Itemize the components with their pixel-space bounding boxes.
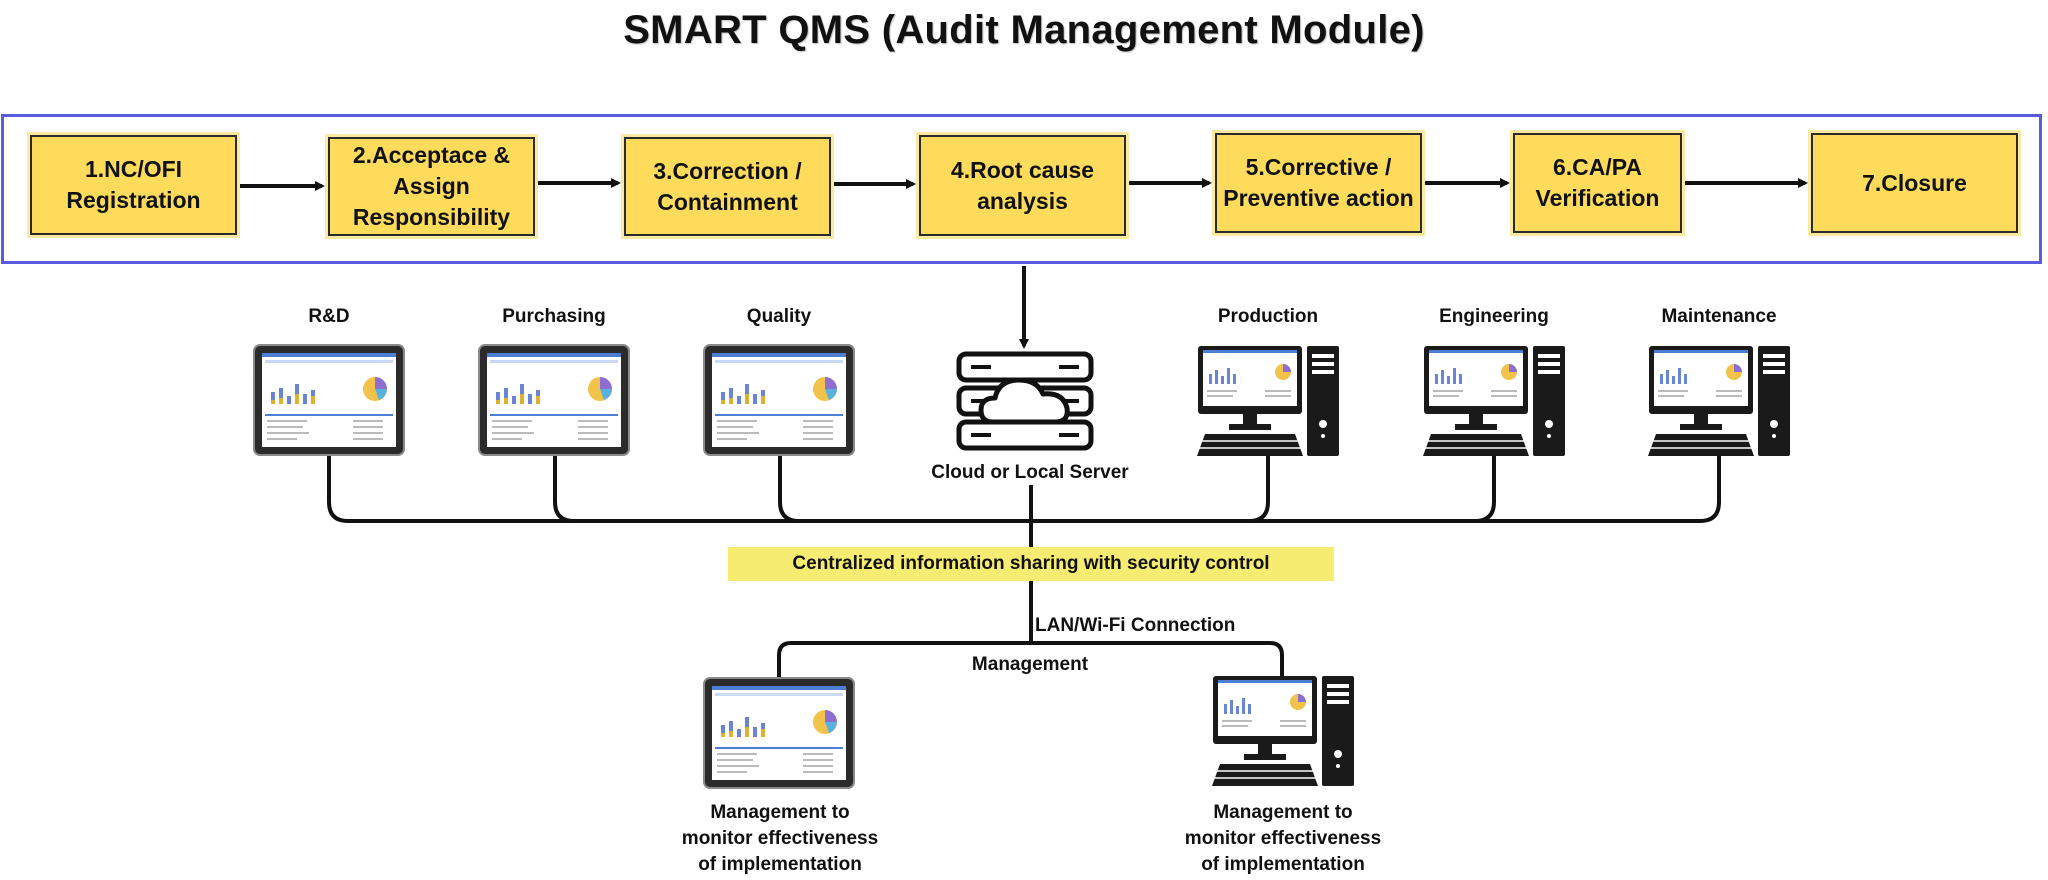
step-corrective-preventive: 5.Corrective / Preventive action [1215,133,1422,233]
desktop-computer-icon [1423,346,1565,456]
tablet-icon [478,344,630,456]
step-root-cause-analysis: 4.Root cause analysis [919,135,1126,236]
desktop-computer-icon [1197,346,1339,456]
management-label: Management [971,654,1089,675]
cloud-server-icon [956,351,1094,451]
page-title: SMART QMS (Audit Management Module) [623,8,1425,52]
drop-quality [778,456,800,523]
management-bus [777,641,1284,677]
management-caption-left: Management to monitor effectiveness of i… [681,802,879,875]
process-flow-band [1,114,2042,264]
dept-label-purchasing: Purchasing [502,306,606,327]
step-correction-containment: 3.Correction / Containment [624,137,831,236]
network-bus-line [327,456,1721,523]
tablet-icon [703,677,855,789]
server-label: Cloud or Local Server [931,462,1129,483]
step-closure: 7.Closure [1811,133,2018,233]
dept-label-quality: Quality [746,306,812,327]
management-caption-right: Management to monitor effectiveness of i… [1184,802,1382,875]
central-info-banner: Centralized information sharing with sec… [728,547,1334,581]
drop-production [1248,456,1270,523]
dept-label-rnd: R&D [308,306,350,327]
dept-label-maintenance: Maintenance [1661,306,1777,327]
drop-engineering [1474,456,1496,523]
connection-label: LAN/Wi-Fi Connection [1035,615,1236,636]
step-capa-verification: 6.CA/PA Verification [1513,133,1682,233]
tablet-icon [703,344,855,456]
step-acceptance-assign: 2.Acceptace & Assign Responsibility [328,137,535,236]
tablet-icon [253,344,405,456]
dept-label-engineering: Engineering [1439,306,1549,327]
desktop-computer-icon [1212,676,1354,786]
step-nc-ofi-registration: 1.NC/OFI Registration [30,135,237,235]
drop-purchasing [553,456,575,523]
desktop-computer-icon [1648,346,1790,456]
dept-label-production: Production [1217,306,1319,327]
